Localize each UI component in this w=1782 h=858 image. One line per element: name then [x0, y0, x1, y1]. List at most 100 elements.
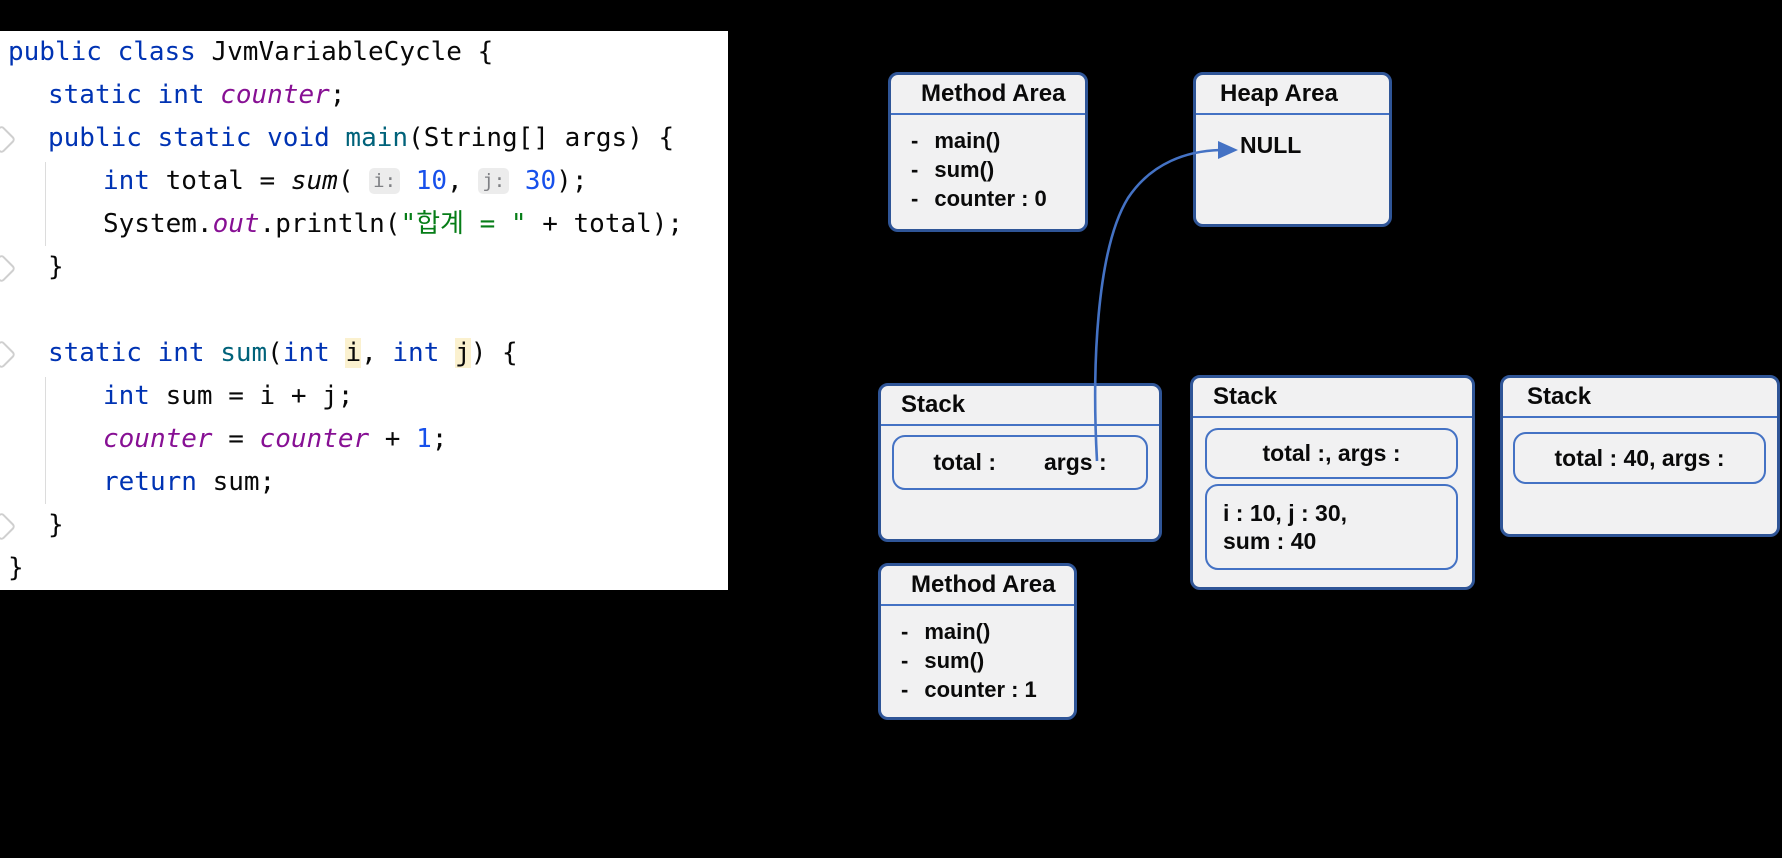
- bullet-dash: -: [911, 157, 919, 182]
- code-line[interactable]: return sum;: [0, 461, 728, 504]
- list-item: -sum(): [901, 646, 1074, 675]
- stack-frame-main: total :, args :: [1205, 428, 1458, 479]
- method-area-box-after: Method Area -main()-sum()-counter : 1: [878, 563, 1077, 720]
- code-line[interactable]: static int sum(int i, int j) {: [0, 332, 728, 375]
- code-token: }: [48, 510, 64, 540]
- frame-text-line2: sum : 40: [1223, 528, 1317, 554]
- list-item: -counter : 1: [901, 675, 1074, 704]
- code-line[interactable]: static int counter;: [0, 74, 728, 117]
- code-token: JvmVariableCycle {: [211, 37, 494, 67]
- bullet-dash: -: [901, 619, 909, 644]
- item-label: sum(): [924, 648, 985, 673]
- bullet-dash: -: [911, 186, 919, 211]
- stack-box-first: Stack total : args :: [878, 383, 1162, 542]
- code-lines: public class JvmVariableCycle {static in…: [0, 31, 728, 590]
- code-token: [509, 166, 525, 196]
- var-args: args :: [1043, 449, 1107, 475]
- code-token: j: [455, 338, 471, 368]
- code-token: sum = i + j;: [165, 381, 354, 411]
- box-title: Stack: [1503, 378, 1777, 418]
- code-editor-panel[interactable]: public class JvmVariableCycle {static in…: [0, 31, 728, 590]
- code-line[interactable]: System.out.println("합계 = " + total);: [0, 203, 728, 246]
- code-token: sum;: [212, 467, 276, 497]
- code-token: ;: [329, 80, 346, 110]
- code-token: counter: [220, 80, 330, 110]
- code-line[interactable]: [0, 289, 728, 332]
- code-token: ,: [361, 338, 393, 368]
- code-token: System.: [103, 209, 213, 239]
- code-token: sum: [220, 338, 268, 368]
- code-token: int: [103, 166, 166, 196]
- code-token: ;: [431, 424, 448, 454]
- code-token: static int: [48, 80, 221, 110]
- code-token: }: [8, 553, 24, 583]
- code-token: int: [282, 338, 346, 368]
- code-token: + total);: [526, 209, 684, 239]
- code-line[interactable]: }: [0, 504, 728, 547]
- method-area-items: -main()-sum()-counter : 0: [891, 115, 1085, 213]
- code-token: .println(: [259, 209, 401, 239]
- code-token: out: [212, 209, 260, 239]
- code-token: "합계 = ": [400, 209, 527, 239]
- stack-frame-main: total : 40, args :: [1513, 432, 1766, 484]
- bullet-dash: -: [911, 128, 919, 153]
- stack-box-second: Stack total :, args : i : 10, j : 30, su…: [1190, 375, 1475, 590]
- box-title: Heap Area: [1196, 75, 1389, 115]
- code-token: counter: [259, 424, 370, 454]
- code-token: [400, 166, 416, 196]
- bullet-dash: -: [901, 648, 909, 673]
- code-token: main: [345, 123, 409, 153]
- frame-text-line1: i : 10, j : 30,: [1223, 500, 1347, 526]
- parameter-hint-chip: i:: [369, 168, 401, 194]
- code-token: counter: [103, 424, 213, 454]
- code-token: public class: [8, 37, 212, 67]
- list-item: -sum(): [911, 155, 1085, 184]
- box-title: Stack: [881, 386, 1159, 426]
- code-token: ) {: [470, 338, 518, 368]
- box-title: Stack: [1193, 378, 1472, 418]
- indent-guide: [45, 162, 46, 246]
- list-item: -main(): [901, 617, 1074, 646]
- code-token: i: [345, 338, 362, 368]
- stack-frame-main: total : args :: [892, 435, 1148, 490]
- code-token: public static void: [48, 123, 346, 153]
- code-line[interactable]: int sum = i + j;: [0, 375, 728, 418]
- box-title: Method Area: [881, 566, 1074, 606]
- code-token: int: [103, 381, 166, 411]
- code-token: 10: [415, 166, 447, 196]
- code-line[interactable]: }: [0, 246, 728, 289]
- item-label: sum(): [934, 157, 995, 182]
- code-token: ,: [447, 166, 479, 196]
- code-token: total =: [165, 166, 291, 196]
- code-line[interactable]: public class JvmVariableCycle {: [0, 31, 728, 74]
- item-label: counter : 1: [924, 677, 1037, 702]
- code-token: static int: [48, 338, 221, 368]
- bullet-dash: -: [901, 677, 909, 702]
- code-token: 1: [416, 424, 432, 454]
- frame-text: total :, args :: [1262, 440, 1401, 466]
- method-area-box-before: Method Area -main()-sum()-counter : 0: [888, 72, 1088, 232]
- code-token: (: [337, 166, 370, 196]
- method-area-items: -main()-sum()-counter : 1: [881, 606, 1074, 704]
- code-token: +: [369, 424, 417, 454]
- heap-null-value: NULL: [1240, 132, 1302, 158]
- code-token: =: [212, 424, 260, 454]
- code-token: sum: [290, 166, 338, 196]
- parameter-hint-chip: j:: [478, 168, 510, 194]
- code-token: (: [267, 338, 283, 368]
- code-line[interactable]: }: [0, 547, 728, 590]
- frame-text: total : 40, args :: [1554, 444, 1725, 471]
- code-line[interactable]: counter = counter + 1;: [0, 418, 728, 461]
- code-token: );: [556, 166, 588, 196]
- stack-frame-sum: i : 10, j : 30, sum : 40: [1205, 484, 1458, 570]
- item-label: counter : 0: [934, 186, 1047, 211]
- list-item: -main(): [911, 126, 1085, 155]
- list-item: -counter : 0: [911, 184, 1085, 213]
- code-token: 30: [524, 166, 557, 196]
- heap-area-box: Heap Area NULL: [1193, 72, 1392, 227]
- var-total: total :: [933, 449, 996, 475]
- stack-box-third: Stack total : 40, args :: [1500, 375, 1780, 537]
- code-line[interactable]: int total = sum( i: 10, j: 30);: [0, 160, 728, 203]
- code-line[interactable]: public static void main(String[] args) {: [0, 117, 728, 160]
